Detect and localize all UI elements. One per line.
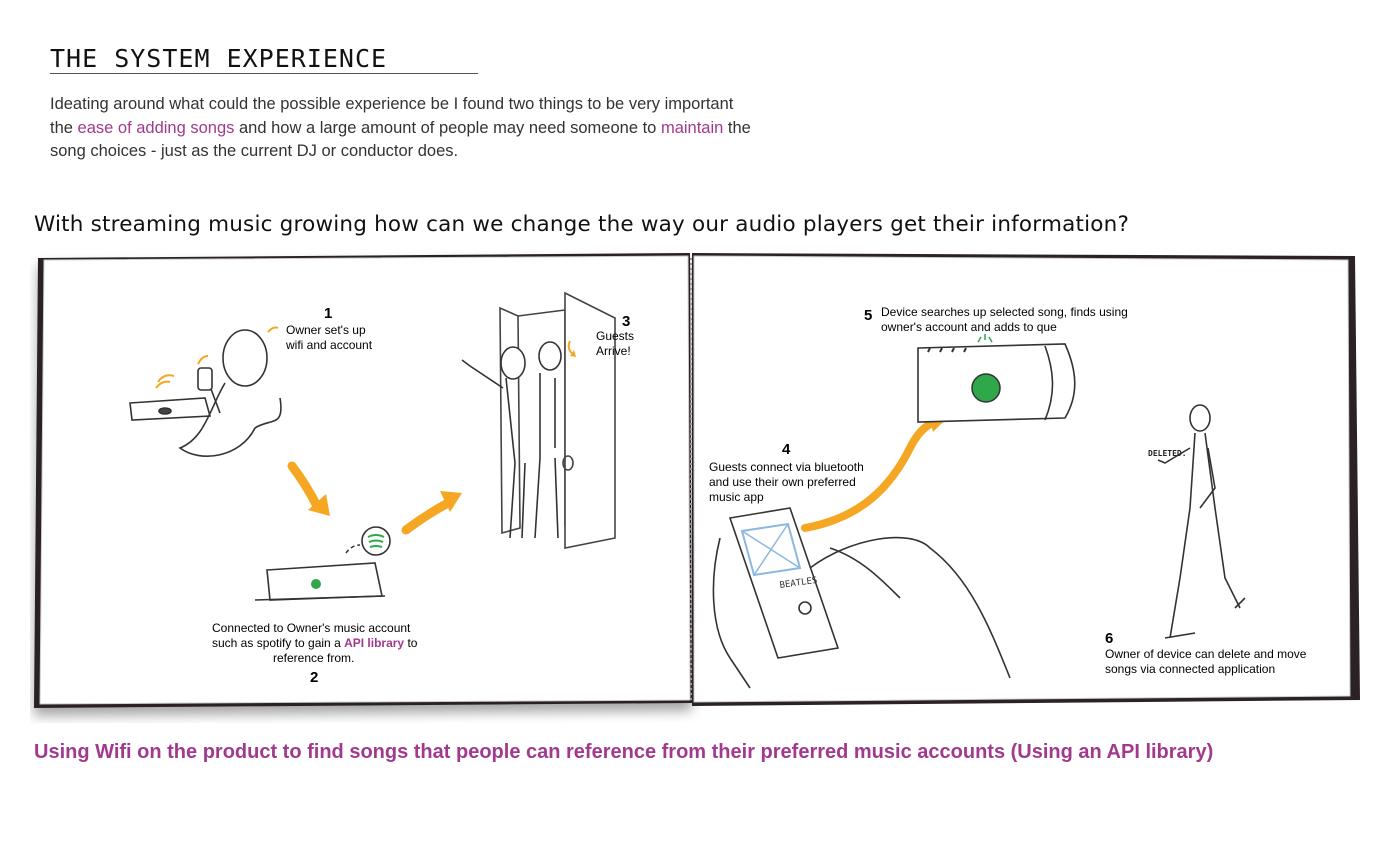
intro-paragraph: Ideating around what could the possible … [50, 93, 880, 164]
step-1-line-2: wifi and account [285, 338, 373, 352]
highlight-ease: ease of adding songs [77, 118, 235, 137]
intro-text: the [723, 118, 751, 137]
step-4-line-2: and use their own preferred [709, 475, 856, 489]
guests-sketch [461, 341, 562, 539]
step-5-number: 5 [864, 307, 872, 324]
step-4-line-3: music app [709, 490, 764, 504]
step-3-number: 3 [622, 313, 630, 330]
step-6-line-1: Owner of device can delete and move [1105, 647, 1307, 661]
step-2-text: to [404, 636, 418, 650]
phone-sketch [712, 507, 1011, 689]
step-3-line-1: Guests [596, 329, 634, 343]
step-2-text: such as spotify to gain a [212, 636, 344, 650]
step-5-line-1: Device searches up selected song, finds … [881, 305, 1128, 319]
step-2-line-2: such as spotify to gain a API library to [212, 636, 418, 650]
intro-text: the [50, 118, 78, 137]
step-5-line-2: owner's account and adds to que [881, 320, 1057, 334]
step-2-number: 2 [310, 669, 318, 686]
step-6-line-2: songs via connected application [1105, 662, 1275, 676]
step-2-line-3: reference from. [273, 651, 354, 665]
page-title: THE SYSTEM EXPERIENCE [50, 44, 388, 73]
title-divider [50, 73, 478, 74]
speaker-sketch [254, 562, 386, 601]
intro-line-1: Ideating around what could the possible … [50, 95, 734, 113]
step-1-number: 1 [324, 305, 332, 322]
question-heading: With streaming music growing how can we … [34, 212, 1130, 237]
intro-line-2: the ease of adding songs and how a large… [50, 117, 880, 141]
status-led [971, 373, 1001, 403]
owner-sketch [129, 329, 282, 457]
caption: Using Wifi on the product to find songs … [34, 741, 1214, 763]
step-2-line-1: Connected to Owner's music account [212, 621, 411, 635]
step-4-number: 4 [782, 441, 791, 458]
step-3-line-2: Arrive! [596, 344, 631, 358]
step-4-line-1: Guests connect via bluetooth [709, 460, 864, 474]
intro-text: and how a large amount of people may nee… [234, 118, 661, 137]
deleted-label: DELETED. [1148, 449, 1187, 458]
highlight-maintain: maintain [660, 118, 724, 137]
owner-walking-sketch [1157, 404, 1246, 639]
step-1-line-1: Owner set's up [286, 323, 366, 337]
step-6-number: 6 [1105, 630, 1113, 647]
intro-line-3: song choices - just as the current DJ or… [50, 142, 459, 160]
sketchbook-illustration: BEATLES DELETED. 1 Owner set's up wifi a… [34, 253, 1360, 708]
api-library-highlight: API library [344, 636, 404, 650]
